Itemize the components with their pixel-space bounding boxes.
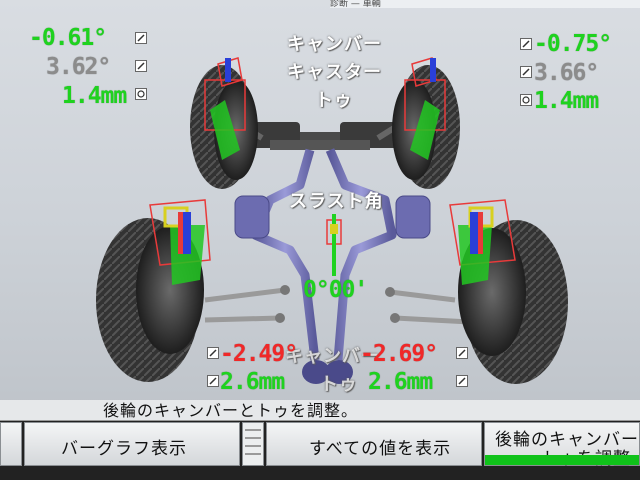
front-right-camber-edit-icon[interactable] bbox=[520, 38, 532, 50]
rear-suspension-links bbox=[204, 285, 471, 325]
camber-label: キャンバー bbox=[287, 34, 382, 55]
rear-right-camber-edit-icon[interactable] bbox=[456, 347, 468, 359]
rear-left-camber-value: -2.49° bbox=[220, 341, 298, 367]
bar-graph-button-label: バーグラフ表示 bbox=[61, 439, 187, 459]
front-right-toe-value: 1.4mm bbox=[534, 88, 599, 114]
active-indicator-stripe bbox=[485, 455, 639, 465]
top-title-strip: 診断 — 車輌 bbox=[330, 0, 640, 8]
instruction-bar: 後輪のキャンバーとトゥを調整。 bbox=[0, 400, 640, 421]
rear-left-toe-value: 2.6mm bbox=[220, 369, 285, 395]
front-right-wheel bbox=[392, 57, 460, 189]
show-all-values-button[interactable]: すべての値を表示 bbox=[266, 422, 482, 466]
rear-left-camber-edit-icon[interactable] bbox=[207, 347, 219, 359]
front-right-toe-edit-icon[interactable] bbox=[520, 94, 532, 106]
instruction-message: 後輪のキャンバーとトゥを調整。 bbox=[103, 401, 359, 420]
adjust-rear-camber-toe-button[interactable]: 後輪のキャンバー トゥを調整 bbox=[484, 422, 640, 469]
front-right-camber-value: -0.75° bbox=[534, 31, 612, 57]
front-right-caster-value: 3.66° bbox=[534, 60, 599, 86]
rear-camber-label: キャンバー bbox=[285, 346, 380, 367]
front-crossmember bbox=[210, 115, 430, 150]
front-left-wheel bbox=[190, 57, 258, 189]
chassis-diagram bbox=[96, 57, 568, 384]
front-left-toe-edit-icon[interactable] bbox=[135, 88, 147, 100]
caster-label: キャスター bbox=[287, 62, 382, 83]
previous-button[interactable] bbox=[0, 422, 22, 466]
top-title-text: 診断 — 車輌 bbox=[330, 0, 381, 8]
rear-left-toe-edit-icon[interactable] bbox=[207, 375, 219, 387]
front-left-camber-value: -0.61° bbox=[29, 25, 107, 51]
thrust-angle-label: スラスト角 bbox=[289, 191, 384, 212]
toe-label: トゥ bbox=[315, 90, 353, 111]
front-left-caster-edit-icon[interactable] bbox=[135, 60, 147, 72]
rear-right-wheel bbox=[449, 199, 568, 384]
rear-right-toe-edit-icon[interactable] bbox=[456, 375, 468, 387]
front-left-caster-value: 3.62° bbox=[46, 54, 111, 80]
adjust-button-line1: 後輪のキャンバー bbox=[495, 430, 639, 450]
mini-indicator bbox=[242, 422, 264, 466]
thrust-angle-indicator bbox=[326, 214, 342, 276]
rear-right-toe-value: 2.6mm bbox=[368, 369, 433, 395]
exhaust-system bbox=[234, 148, 431, 384]
rear-left-wheel bbox=[96, 199, 211, 382]
show-all-values-button-label: すべての値を表示 bbox=[309, 439, 452, 459]
rear-right-camber-value: -2.69° bbox=[360, 341, 438, 367]
bar-graph-button[interactable]: バーグラフ表示 bbox=[24, 422, 240, 466]
rear-toe-label: トゥ bbox=[320, 374, 358, 395]
front-left-camber-edit-icon[interactable] bbox=[135, 32, 147, 44]
thrust-angle-value: 0°00' bbox=[303, 277, 368, 303]
front-left-toe-value: 1.4mm bbox=[62, 83, 127, 109]
front-right-caster-edit-icon[interactable] bbox=[520, 66, 532, 78]
